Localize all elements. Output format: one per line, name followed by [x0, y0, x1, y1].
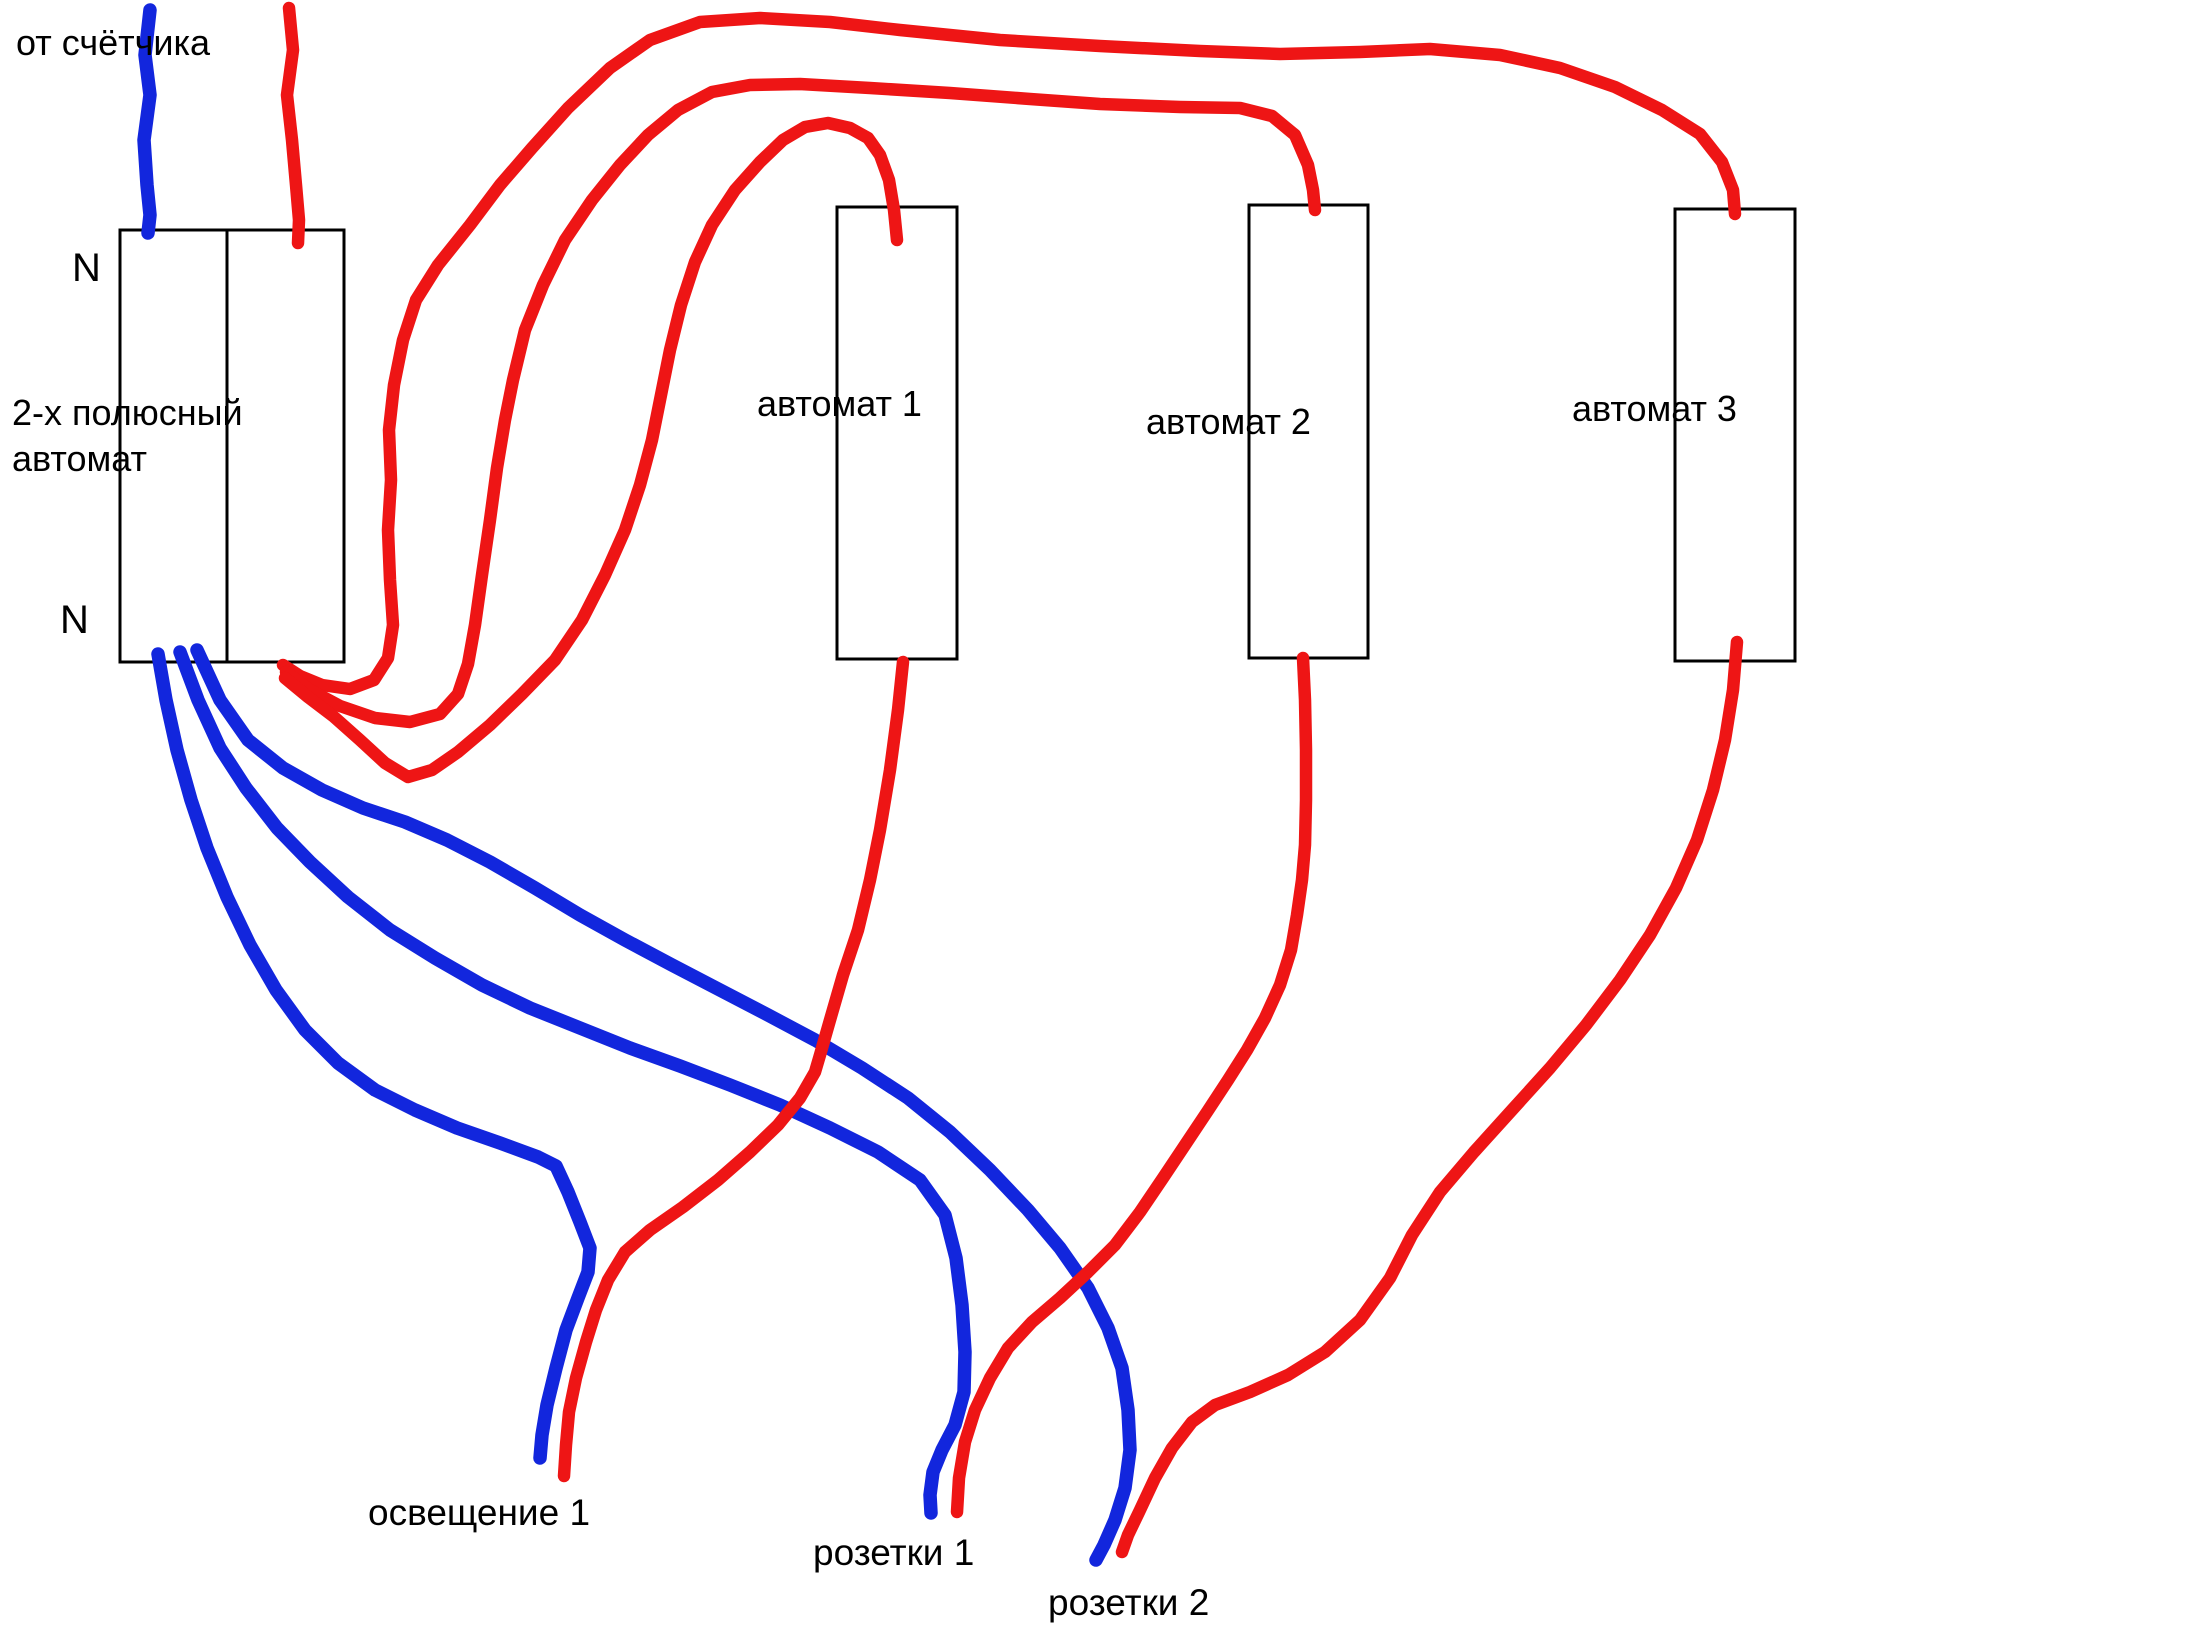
neutral-input-wire — [137, 3, 157, 240]
circuit-label-lighting-1: освещение 1 — [368, 1492, 591, 1533]
breaker-3-box — [1673, 207, 1797, 663]
breaker-1-label: автомат 1 — [757, 383, 922, 424]
phase-load-wire-lighting-1 — [557, 655, 910, 1483]
breaker-1-box — [835, 205, 959, 661]
breaker-3-label: автомат 3 — [1572, 388, 1737, 429]
phase-load-wire-sockets-1 — [950, 651, 1313, 1519]
circuit-label-sockets-1: розетки 1 — [813, 1532, 975, 1573]
phase-wires — [276, 1, 1744, 1559]
main-breaker-bottom-terminal-label: N — [60, 598, 89, 642]
neutral-wires — [137, 3, 1137, 1567]
breaker-2-label: автомат 2 — [1146, 401, 1311, 442]
source-label: от счётчика — [16, 22, 211, 63]
phase-load-wire-sockets-2 — [1115, 635, 1744, 1559]
phase-feeder-breaker-1 — [278, 116, 904, 784]
circuit-label-sockets-2: розетки 2 — [1048, 1582, 1210, 1623]
phase-feeder-breaker-2 — [279, 77, 1322, 729]
phase-feeder-breaker-3 — [276, 11, 1742, 696]
main-breaker-name-line1: 2-х полюсный — [12, 392, 243, 433]
main-breaker-top-terminal-label: N — [72, 246, 101, 290]
breaker-boxes — [118, 203, 1797, 664]
neutral-wire-lighting-1 — [151, 647, 597, 1465]
phase-input-wire — [280, 1, 306, 250]
main-breaker-box — [118, 228, 346, 664]
main-breaker-name-line2: автомат — [12, 438, 147, 479]
neutral-wire-sockets-2 — [190, 643, 1137, 1567]
neutral-wire-sockets-1 — [173, 645, 972, 1520]
